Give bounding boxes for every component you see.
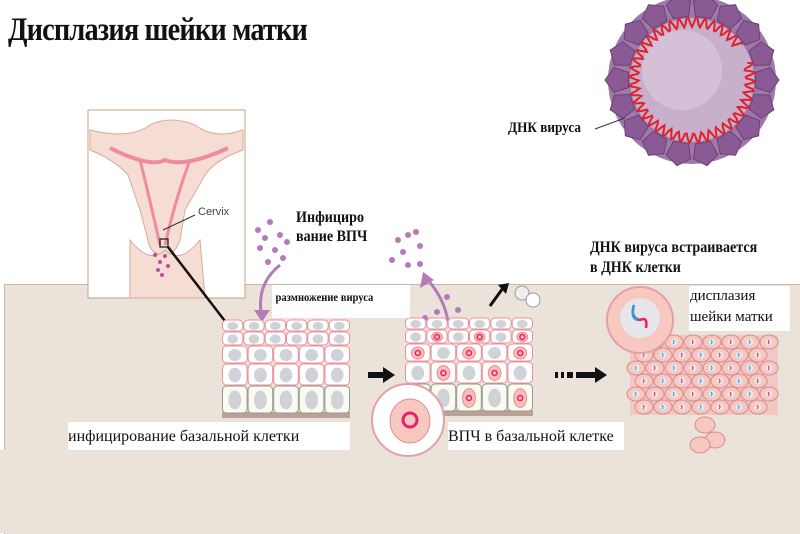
dna-integration-label-line1: ДНК вируса встраивается	[590, 239, 758, 256]
virus-replication-box: размножение вируса	[272, 285, 410, 318]
hpv-infection-label-line2: вание ВПЧ	[296, 228, 368, 245]
page-title: Дисплазия шейки матки	[8, 12, 308, 48]
normal-epithelium-tissue	[222, 319, 350, 418]
dna-integration-label-line2: в ДНК клетки	[590, 259, 681, 276]
shed-cells	[514, 285, 541, 308]
virus-dna-label: ДНК вируса	[508, 120, 581, 136]
capsomer	[665, 0, 692, 20]
virus-particles	[255, 219, 461, 321]
dysplasia-label-line2: шейки матки	[690, 309, 773, 325]
capsomer	[748, 41, 775, 67]
dysplasia-box: дисплазия шейки матки	[689, 286, 790, 331]
release-arrow	[426, 279, 450, 323]
capsomer	[692, 140, 719, 167]
virus-replication-label: размножение вируса	[275, 290, 374, 304]
capsomer	[623, 114, 649, 141]
virus-dna-pointer	[594, 117, 626, 130]
capsomer	[748, 93, 775, 119]
capsomer	[641, 4, 668, 30]
uterus-illustration	[87, 109, 246, 299]
basal-cell-infection-label: инфицирование базальной клетки	[68, 428, 300, 445]
dysplasia-label-line1: дисплазия	[690, 288, 756, 304]
infected-epithelium-tissue	[405, 317, 534, 416]
capsomer	[735, 19, 761, 46]
shedding-arrow	[488, 287, 505, 307]
dysplastic-cell-inset	[606, 286, 674, 354]
progression-arrow	[368, 367, 395, 383]
zoom-pointer-line	[167, 246, 229, 326]
virus-dna-strand	[627, 16, 758, 146]
hpv-infection-label-line1: Инфициро	[296, 209, 365, 226]
basal-cell-infection-box: инфицирование базальной клетки	[68, 422, 350, 450]
cervix-label: Cervix	[198, 206, 230, 218]
capsomer	[716, 4, 743, 30]
capsomer	[665, 140, 692, 167]
hpv-in-basal-cell-box: ВПЧ в базальной клетке	[448, 422, 624, 450]
capsomer	[604, 67, 629, 93]
hpv-in-basal-cell-label: ВПЧ в базальной клетке	[448, 428, 614, 445]
capsomer	[623, 19, 649, 46]
capsomer	[609, 93, 636, 119]
dashed-progression-arrow	[555, 367, 607, 383]
lower-background	[0, 450, 800, 533]
hpv-virus-illustration	[604, 0, 780, 167]
capsomer	[755, 67, 780, 93]
capsomer	[641, 130, 668, 156]
dysplastic-tissue	[626, 334, 779, 454]
capsomer	[692, 0, 719, 20]
infected-basal-cell-inset	[371, 383, 445, 457]
capsomer	[735, 114, 761, 141]
